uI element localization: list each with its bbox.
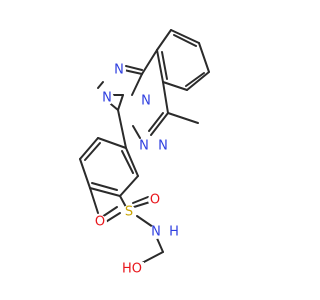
atom-label-n3: N: [141, 94, 151, 109]
atom-background: [122, 205, 136, 219]
atom-background: [118, 262, 144, 276]
atom-label-hydroxyl: HO: [122, 262, 142, 277]
bond: [136, 215, 154, 228]
atom-background: [149, 225, 163, 239]
bond: [121, 150, 134, 174]
atom-background: [148, 193, 162, 207]
bond: [162, 81, 188, 91]
atom-label-nh-nitrogen: N: [151, 225, 161, 240]
bond-layer: [79, 29, 210, 264]
atom-background: [112, 63, 126, 77]
atom-background: [137, 139, 151, 153]
bond: [101, 206, 118, 218]
bond: [185, 72, 205, 87]
atom-label-n1: N: [114, 63, 124, 78]
bond: [161, 51, 168, 80]
bond: [162, 81, 169, 114]
bond: [119, 175, 139, 197]
bond: [141, 49, 158, 75]
bond: [89, 187, 121, 197]
bond: [89, 187, 99, 214]
atom-label-sulfur: S: [125, 205, 133, 220]
atom-background: [93, 215, 107, 229]
bond: [173, 34, 197, 47]
molecule-structure: N N N N N S O O N H HO: [79, 29, 210, 277]
bond: [117, 109, 127, 149]
bond: [156, 49, 164, 83]
bond: [148, 112, 164, 132]
bond: [141, 251, 164, 264]
bond: [125, 147, 139, 177]
bond: [91, 182, 118, 191]
bond: [131, 73, 143, 96]
bond: [119, 195, 127, 208]
bond: [132, 196, 149, 204]
bond: [123, 69, 143, 75]
bond: [97, 81, 104, 89]
bond: [150, 112, 169, 136]
bond: [84, 142, 101, 161]
bond: [79, 137, 99, 160]
atom-label-layer: N N N N N S O O N H HO: [93, 63, 179, 277]
atom-label-n5: N: [158, 139, 168, 154]
atom-background: [100, 91, 114, 105]
bond: [79, 158, 91, 189]
bond: [133, 201, 151, 208]
bond: [156, 29, 172, 51]
bond: [117, 94, 124, 111]
bond: [132, 125, 141, 139]
atom-background: [139, 94, 153, 108]
bond: [198, 42, 210, 73]
atom-label-oxygen-1: O: [150, 193, 160, 208]
bond: [97, 137, 127, 149]
bond: [170, 29, 200, 44]
bond: [186, 71, 210, 91]
atom-label-n2: N: [102, 91, 112, 106]
bond: [125, 65, 143, 71]
bond: [167, 112, 199, 124]
atom-label-nh-hydrogen: H: [169, 225, 179, 240]
atom-label-oxygen-2: O: [95, 215, 105, 230]
atom-label-n4: N: [139, 139, 149, 154]
atom-background: [156, 139, 170, 153]
